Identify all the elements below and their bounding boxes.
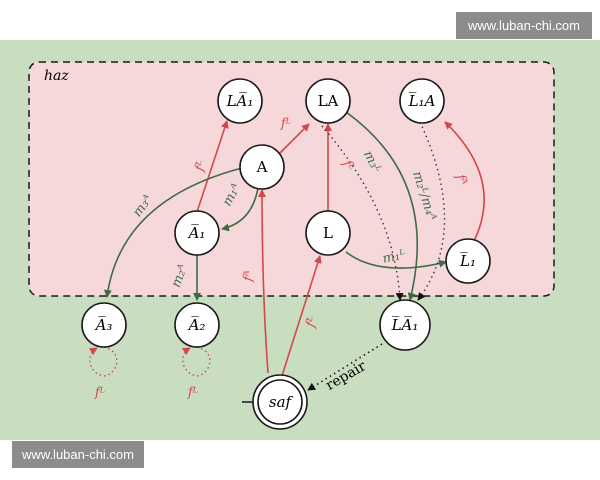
node-LA1bar-label: LA̅₁: [226, 91, 254, 110]
label-fL-top: fᴸ: [280, 117, 291, 132]
edge-A1bar-to-LA1bar: [195, 120, 229, 216]
node-L1barA-label: L̅₁A: [408, 91, 436, 110]
node-LA1bar-out: L̅A̅₁: [379, 299, 431, 351]
loop-A3bar: [88, 346, 118, 377]
edge-A-to-A3bar: [103, 167, 243, 298]
watermark-top: www.luban-chi.com: [456, 12, 592, 39]
node-saf-label: saf: [269, 393, 294, 411]
label-m1L: m₁ᴸ: [381, 247, 407, 266]
edge-A-to-A1bar: [221, 187, 259, 232]
watermark-bottom: www.luban-chi.com: [12, 441, 144, 468]
node-A2bar-label: A̅₂: [187, 315, 206, 334]
edge-A-to-LA: [279, 123, 310, 154]
node-A3bar-label: A̅₃: [94, 315, 113, 334]
node-LA-label: LA: [318, 92, 339, 110]
node-A-label: A: [256, 158, 268, 176]
node-saf: saf: [252, 374, 308, 430]
node-LA: LA: [305, 78, 351, 124]
node-LA1bar-out-label: L̅A̅₁: [391, 315, 419, 334]
node-L1barA: L̅₁A: [399, 78, 445, 124]
edge-saf-to-A: [258, 189, 269, 374]
edge-saf-to-L: [280, 255, 322, 380]
label-fA-mid: fᴬ: [241, 269, 258, 283]
node-L-label: L: [323, 224, 333, 242]
label-fA-right: fᴬ: [452, 172, 470, 188]
node-A1bar-label: A̅₁: [187, 223, 206, 242]
node-A3bar: A̅₃: [81, 302, 127, 348]
label-fL-left: fᴸ: [192, 159, 210, 174]
label-fL-loop-A2: fᴸ: [187, 386, 198, 401]
edge-LA-to-LA1bar-out: [345, 111, 419, 301]
node-LA1bar: LA̅₁: [217, 78, 263, 124]
node-A: A: [239, 144, 285, 190]
loop-A2bar: [181, 346, 211, 377]
edge-L-to-L1bar: [345, 251, 447, 269]
node-L1bar-label: L̅₁: [459, 251, 476, 270]
node-A2bar: A̅₂: [174, 302, 220, 348]
node-L1bar: L̅₁: [445, 238, 491, 284]
node-L: L: [305, 210, 351, 256]
label-fL-mid: fᴸ: [303, 315, 321, 330]
haz-region-label: haz: [44, 68, 69, 84]
edge-L1bar-to-L1barA: [444, 121, 485, 244]
label-fL-loop-A3: fᴸ: [94, 386, 105, 401]
node-A1bar: A̅₁: [174, 210, 220, 256]
